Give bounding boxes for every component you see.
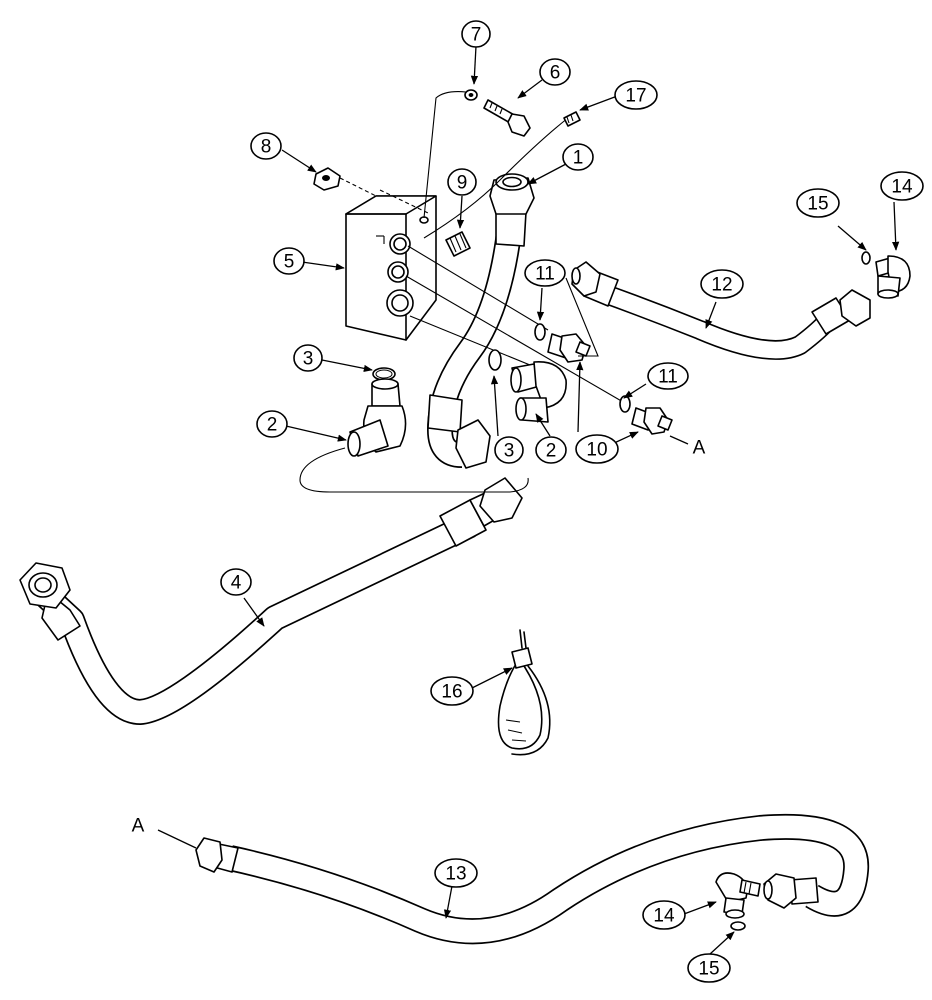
callout-2-middle: 2 bbox=[535, 436, 567, 464]
elbow-14-lower bbox=[715, 872, 761, 931]
callout-6: 6 bbox=[539, 58, 571, 86]
callout-1: 1 bbox=[562, 143, 594, 171]
setscrew-17 bbox=[563, 111, 581, 127]
svg-text:17: 17 bbox=[625, 86, 646, 107]
svg-text:3: 3 bbox=[504, 441, 515, 462]
svg-text:3: 3 bbox=[303, 349, 314, 370]
fitting-10-upper bbox=[534, 277, 599, 363]
callout-10: 10 bbox=[575, 434, 619, 464]
fitting-10-lower bbox=[619, 395, 673, 435]
bolt-6 bbox=[483, 99, 531, 137]
hose-12 bbox=[571, 261, 871, 360]
callout-7: 7 bbox=[461, 20, 491, 48]
callout-3-middle: 3 bbox=[494, 436, 524, 464]
elbow-2-left bbox=[347, 367, 407, 457]
callout-5: 5 bbox=[273, 247, 305, 275]
callout-15-lower: 15 bbox=[687, 953, 731, 983]
callout-11-lower: 11 bbox=[647, 362, 689, 390]
svg-text:1: 1 bbox=[573, 148, 584, 169]
svg-text:11: 11 bbox=[535, 264, 555, 285]
svg-text:10: 10 bbox=[586, 440, 607, 461]
tube-loop bbox=[299, 447, 529, 493]
svg-text:12: 12 bbox=[711, 275, 732, 296]
svg-text:8: 8 bbox=[261, 137, 272, 158]
svg-text:2: 2 bbox=[546, 441, 557, 462]
elbow-14-upper bbox=[861, 251, 911, 299]
callout-14-upper: 14 bbox=[880, 171, 924, 201]
washer-7 bbox=[464, 89, 478, 101]
svg-text:6: 6 bbox=[550, 63, 561, 84]
svg-text:11: 11 bbox=[658, 367, 678, 388]
connection-label-a-top: A bbox=[693, 438, 706, 459]
connection-label-a-bottom: A bbox=[132, 816, 145, 837]
hose-1 bbox=[427, 173, 535, 469]
callout-15-upper: 15 bbox=[796, 188, 840, 218]
svg-text:15: 15 bbox=[698, 959, 719, 980]
callout-17: 17 bbox=[614, 80, 658, 110]
plug-9 bbox=[445, 231, 471, 257]
nut-8 bbox=[313, 167, 377, 197]
callout-8: 8 bbox=[250, 132, 282, 160]
svg-text:14: 14 bbox=[653, 906, 675, 927]
callout-9: 9 bbox=[447, 168, 477, 196]
callout-4: 4 bbox=[220, 568, 252, 596]
leader-lines bbox=[157, 45, 900, 955]
svg-text:9: 9 bbox=[457, 173, 468, 194]
svg-text:5: 5 bbox=[284, 252, 295, 273]
svg-text:2: 2 bbox=[267, 415, 278, 436]
callout-12: 12 bbox=[700, 269, 744, 299]
svg-text:14: 14 bbox=[891, 177, 913, 198]
svg-text:4: 4 bbox=[231, 573, 242, 594]
svg-text:16: 16 bbox=[441, 682, 462, 703]
callout-16: 16 bbox=[430, 676, 474, 706]
elbow-2-middle bbox=[488, 349, 567, 423]
callout-2-left: 2 bbox=[256, 410, 288, 438]
callout-13: 13 bbox=[434, 858, 478, 888]
svg-text:15: 15 bbox=[807, 194, 828, 215]
callout-11-upper: 11 bbox=[524, 259, 566, 287]
manifold-block-5 bbox=[345, 189, 437, 341]
callout-14-lower: 14 bbox=[642, 900, 686, 930]
callout-3-left: 3 bbox=[293, 344, 323, 372]
cable-tie-16 bbox=[497, 629, 551, 756]
hose-4 bbox=[19, 477, 523, 725]
svg-text:13: 13 bbox=[445, 864, 466, 885]
hose-13 bbox=[195, 813, 870, 945]
svg-text:7: 7 bbox=[471, 25, 482, 46]
